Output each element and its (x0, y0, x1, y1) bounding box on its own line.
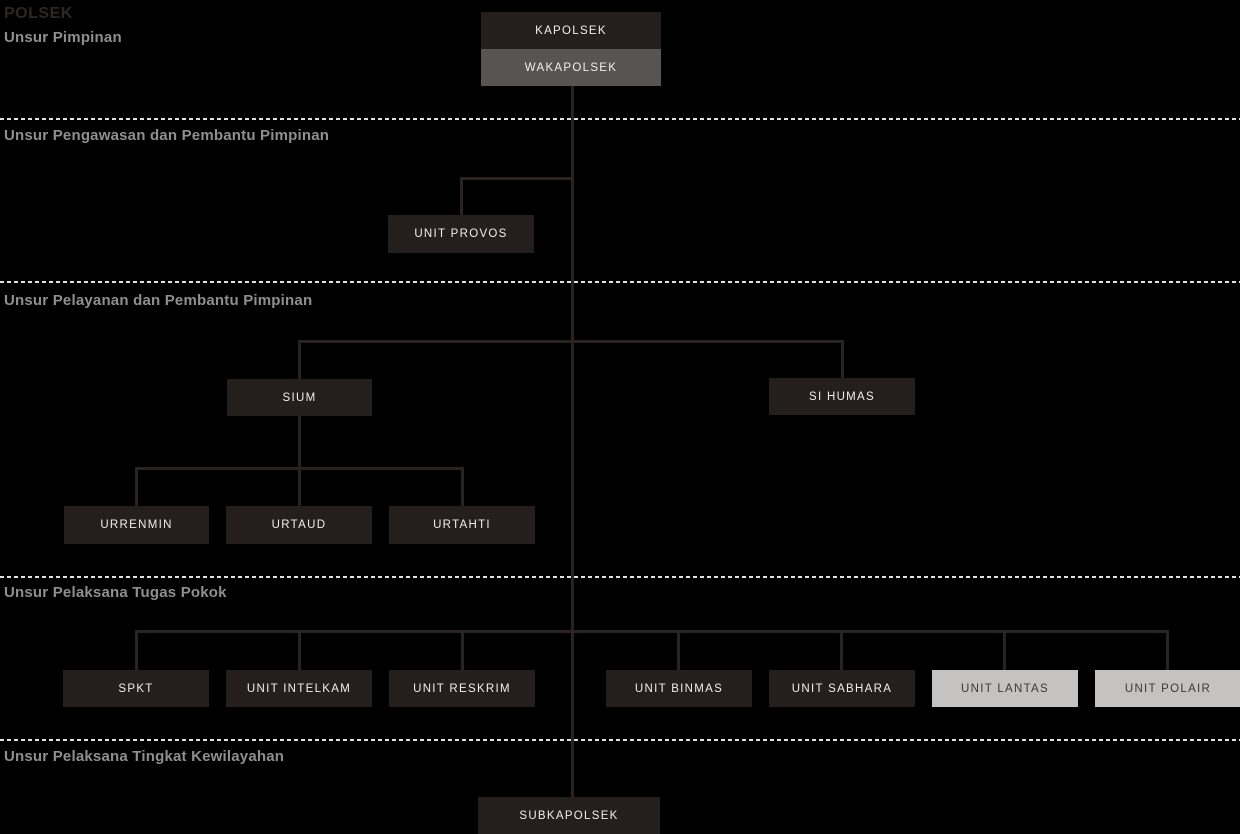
connector-urtaud-drop (298, 467, 301, 506)
org-node-urtaud: URTAUD (226, 506, 372, 544)
divider-unsur-pelaksana-kewilayahan (0, 739, 1240, 741)
connector-si-humas-drop (841, 340, 844, 378)
org-node-label-unit-intelkam: UNIT INTELKAM (246, 682, 352, 695)
org-node-unit-intelkam: UNIT INTELKAM (226, 670, 372, 707)
org-node-label-unit-polair: UNIT POLAIR (1124, 682, 1212, 695)
connector-unit-binmas-drop (677, 630, 680, 670)
connector-pelayanan-branch-h (298, 340, 844, 343)
org-node-kapolsek: KAPOLSEK (481, 12, 661, 49)
section-header-unsur-pelaksana-kewilayahan: Unsur Pelaksana Tingkat Kewilayahan (4, 748, 285, 765)
org-node-label-subkapolsek: SUBKAPOLSEK (519, 810, 619, 822)
org-node-label-wakapolsek: WAKAPOLSEK (524, 61, 618, 74)
connector-urrenmin-drop (135, 467, 138, 506)
org-node-spkt: SPKT (63, 670, 209, 707)
org-node-label-urtaud: URTAUD (271, 519, 327, 531)
org-node-urtahti: URTAHTI (389, 506, 535, 544)
connector-provos-branch-h (460, 177, 574, 180)
org-node-unit-reskrim: UNIT RESKRIM (389, 670, 535, 707)
org-node-unit-binmas: UNIT BINMAS (606, 670, 752, 707)
section-header-unsur-pelayanan: Unsur Pelayanan dan Pembantu Pimpinan (4, 292, 313, 309)
org-node-label-unit-lantas: UNIT LANTAS (961, 682, 1049, 695)
section-header-unsur-pelaksana-tugas-pokok: Unsur Pelaksana Tugas Pokok (4, 584, 227, 601)
org-node-si-humas: SI HUMAS (769, 378, 915, 415)
org-node-urrenmin: URRENMIN (64, 506, 209, 544)
connector-spkt-drop (135, 630, 138, 670)
section-header-unsur-pengawasan: Unsur Pengawasan dan Pembantu Pimpinan (4, 127, 330, 144)
org-node-sium: SIUM (227, 379, 372, 416)
org-node-unit-lantas: UNIT LANTAS (932, 670, 1078, 707)
connector-unit-sabhara-drop (840, 630, 843, 670)
connector-tugas-pokok-branch-h (135, 630, 1169, 633)
divider-unsur-pengawasan (0, 118, 1240, 120)
connector-unit-lantas-drop (1003, 630, 1006, 670)
connector-unit-reskrim-drop (461, 630, 464, 670)
org-node-label-kapolsek: KAPOLSEK (535, 24, 607, 37)
connector-unit-intelkam-drop (298, 630, 301, 670)
org-node-label-unit-provos: UNIT PROVOS (414, 228, 508, 240)
org-node-label-si-humas: SI HUMAS (809, 390, 875, 403)
org-node-label-unit-sabhara: UNIT SABHARA (791, 682, 893, 695)
org-node-label-unit-binmas: UNIT BINMAS (634, 682, 724, 695)
org-node-label-urtahti: URTAHTI (433, 519, 491, 531)
section-header-unsur-pimpinan: Unsur Pimpinan (4, 29, 122, 46)
org-node-label-spkt: SPKT (118, 682, 154, 695)
org-node-unit-provos: UNIT PROVOS (388, 215, 534, 253)
connector-trunk-vertical (571, 86, 574, 797)
page-title: POLSEK (4, 5, 73, 22)
connector-provos-drop (460, 177, 463, 215)
org-node-unit-polair: UNIT POLAIR (1095, 670, 1240, 707)
org-node-subkapolsek: SUBKAPOLSEK (478, 797, 660, 834)
org-node-label-urrenmin: URRENMIN (100, 519, 173, 531)
connector-urtahti-drop (461, 467, 464, 506)
org-node-unit-sabhara: UNIT SABHARA (769, 670, 915, 707)
connector-sium-drop (298, 340, 301, 379)
connector-sium-down (298, 416, 301, 468)
connector-unit-polair-drop (1166, 630, 1169, 670)
org-node-label-sium: SIUM (282, 391, 317, 404)
divider-unsur-pelayanan (0, 281, 1240, 283)
org-node-label-unit-reskrim: UNIT RESKRIM (413, 682, 511, 695)
divider-unsur-pelaksana-tugas-pokok (0, 576, 1240, 578)
org-node-wakapolsek: WAKAPOLSEK (481, 49, 661, 86)
